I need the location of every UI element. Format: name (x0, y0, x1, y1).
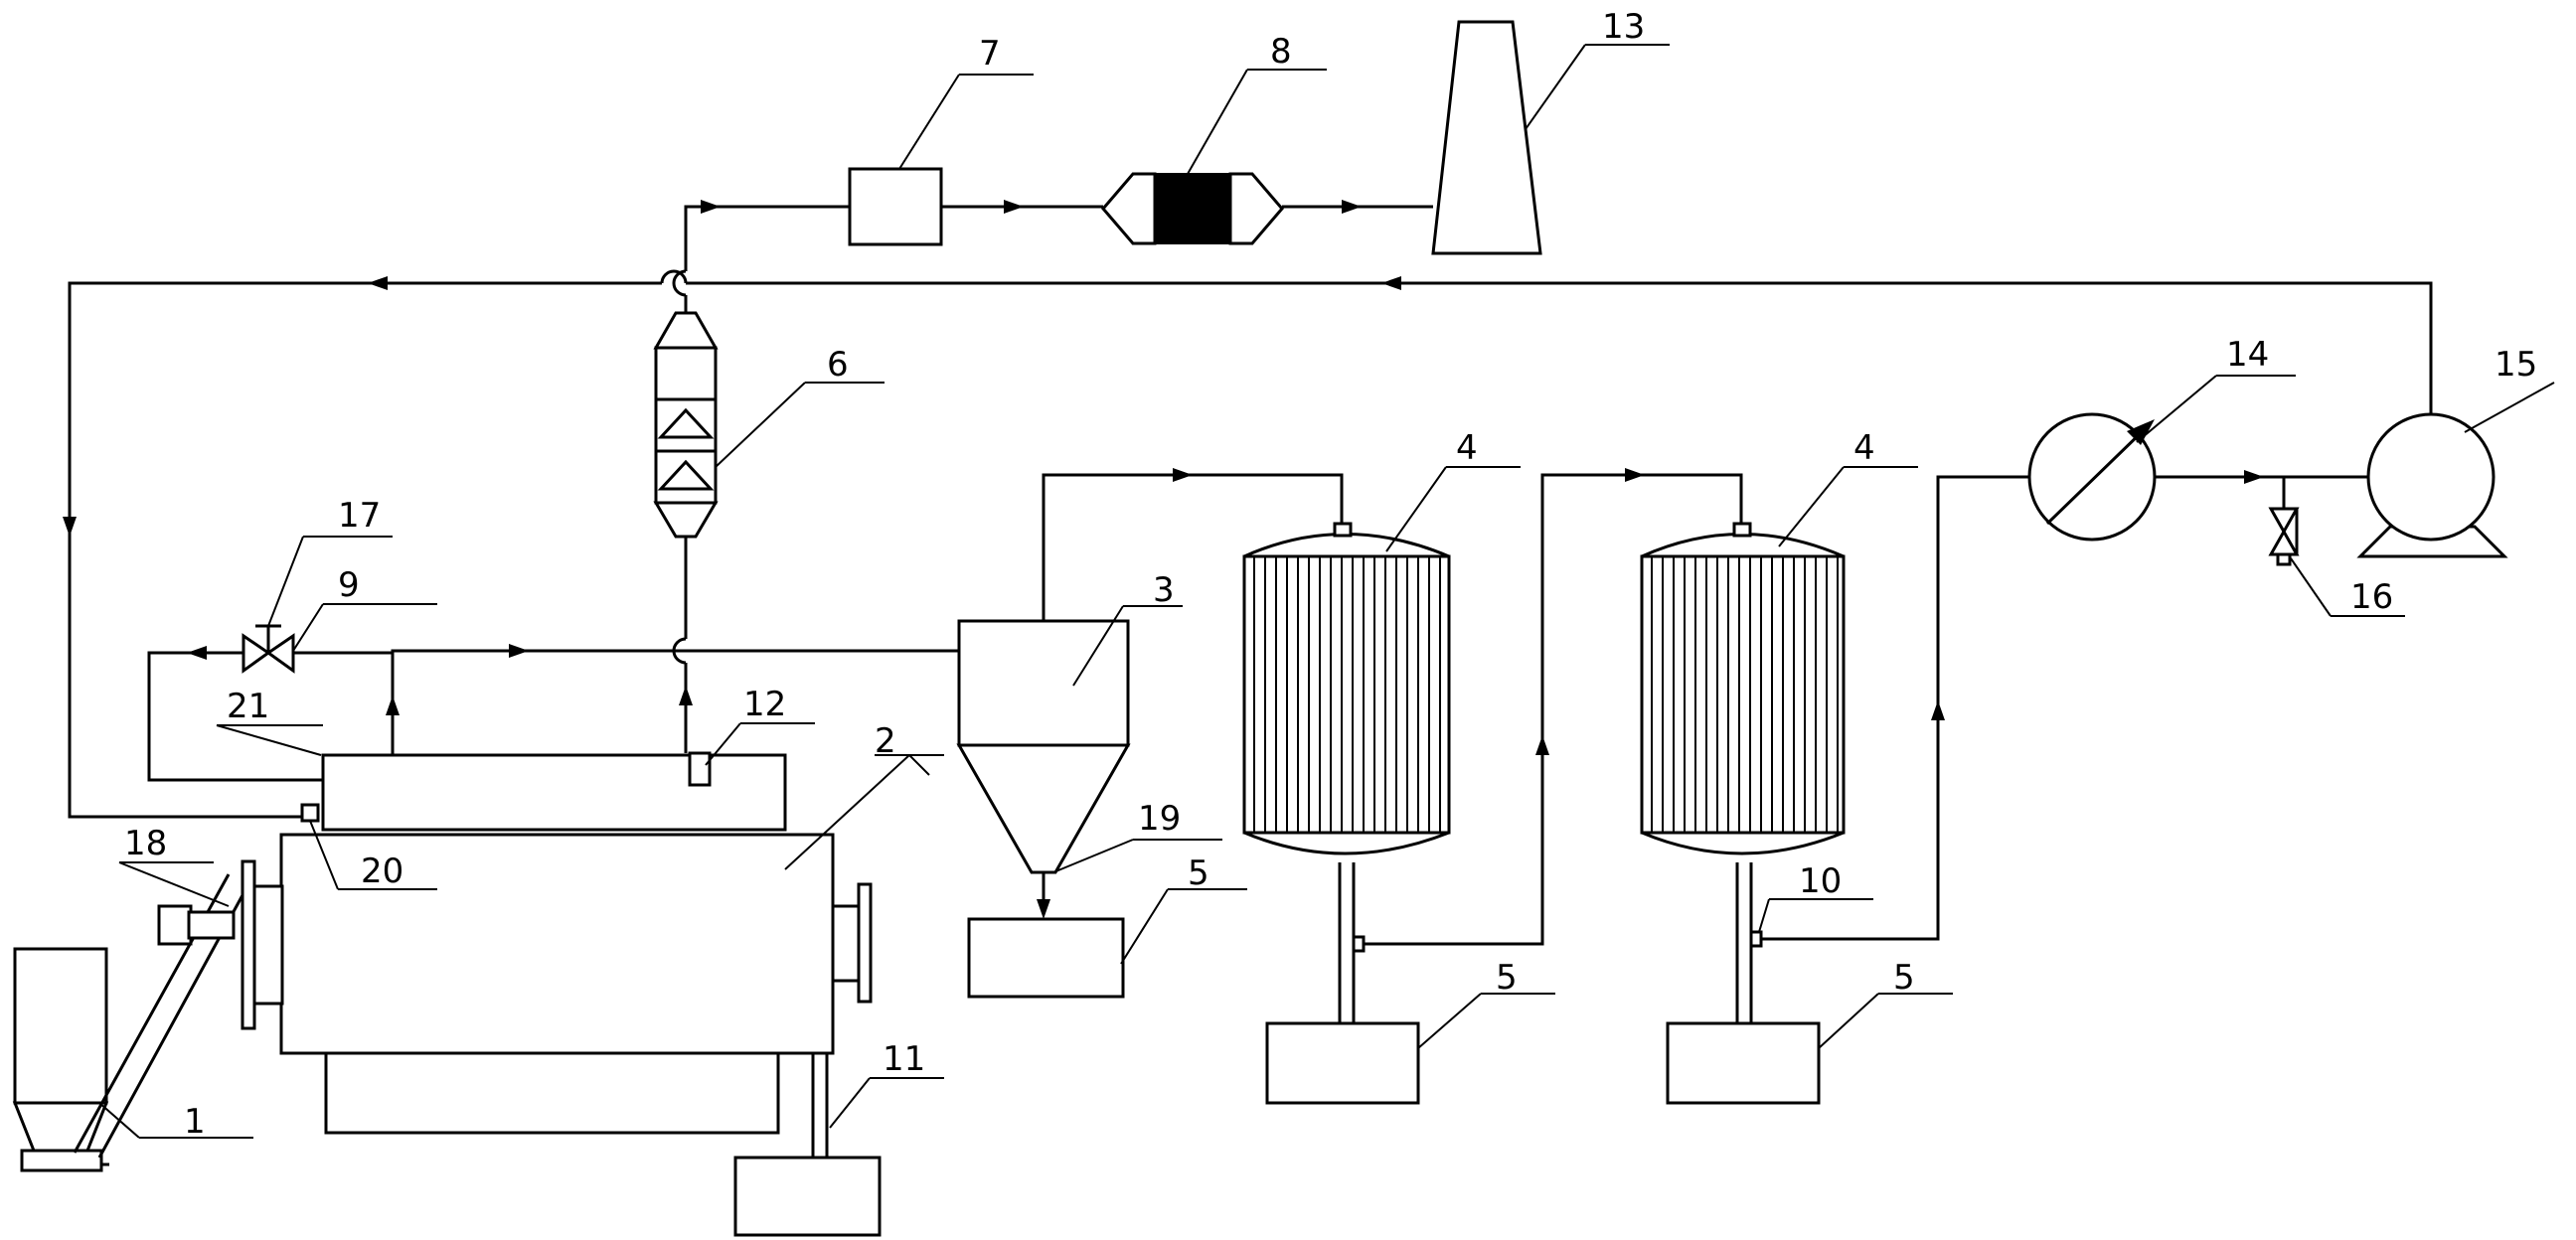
leader-lines (98, 44, 2555, 1139)
collection-bin-11 (733, 1156, 882, 1237)
label-12: 12 (743, 685, 786, 724)
filter-bags (1253, 556, 1441, 833)
label-19: 19 (1138, 799, 1181, 839)
scrubber-tower (653, 311, 719, 539)
label-4a: 4 (1456, 428, 1478, 468)
cyclone-separator (956, 619, 1131, 999)
label-18: 18 (124, 824, 167, 863)
label-21: 21 (227, 687, 269, 726)
label-20: 20 (361, 852, 403, 891)
label-13: 13 (1602, 7, 1645, 47)
label-8: 8 (1270, 32, 1292, 72)
component-labels: 1 2 3 4 4 5 5 5 6 7 8 9 10 11 12 13 14 1… (124, 7, 2537, 1142)
discharge-pipe (733, 1053, 882, 1237)
label-5a: 5 (1188, 853, 1209, 893)
catalytic-unit (1101, 172, 1284, 245)
label-4b: 4 (1853, 428, 1875, 468)
bag-filter-2 (1640, 522, 1846, 1105)
label-10: 10 (1799, 861, 1842, 901)
flow-meter (2027, 412, 2157, 542)
label-16: 16 (2350, 577, 2393, 617)
valve-17 (242, 624, 295, 674)
label-17: 17 (338, 496, 381, 536)
screw-conveyor (73, 873, 250, 1166)
rotary-dryer (241, 751, 873, 1135)
label-6: 6 (827, 345, 849, 385)
collection-bin-5a (967, 917, 1125, 999)
label-5b: 5 (1496, 958, 1518, 998)
chimney-stack (1431, 20, 1542, 255)
label-11: 11 (883, 1039, 925, 1079)
label-1: 1 (184, 1102, 206, 1142)
vacuum-pump (2356, 412, 2508, 558)
flow-arrows (63, 200, 2264, 919)
label-5c: 5 (1893, 958, 1915, 998)
label-15: 15 (2495, 345, 2537, 385)
label-14: 14 (2226, 335, 2269, 375)
label-2: 2 (875, 721, 896, 761)
feed-hopper (12, 947, 109, 1172)
unit-7 (848, 167, 943, 246)
bag-filter-1 (1242, 522, 1451, 1105)
filter-bags (1651, 556, 1839, 833)
collection-bin-5b (1265, 1021, 1420, 1105)
label-7: 7 (979, 34, 1001, 74)
label-9: 9 (338, 565, 360, 605)
valve-16 (2268, 477, 2300, 566)
collection-bin-5c (1666, 1021, 1821, 1105)
label-3: 3 (1153, 570, 1175, 610)
